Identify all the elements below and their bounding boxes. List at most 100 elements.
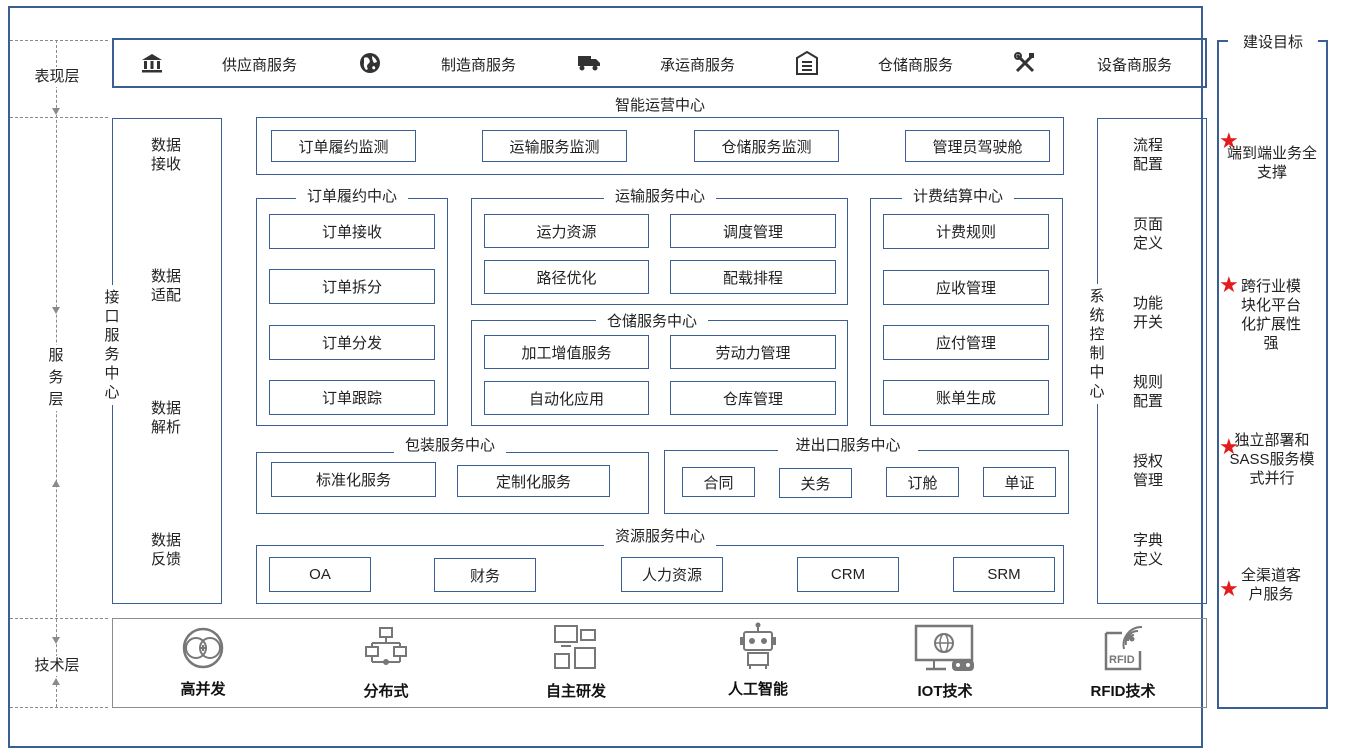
billing-item: 计费规则 [883,214,1049,249]
tech-item-rfid: RFID RFID技术 [1063,624,1183,701]
interface-item: 数据适配 [144,267,188,305]
star-icon: ★ [1219,128,1239,153]
presentation-item-warehouse: 仓储商服务 [878,57,954,74]
arrow-up-icon [52,678,60,685]
star-icon: ★ [1219,272,1239,297]
system-item: 授权管理 [1126,452,1170,490]
billing-item: 账单生成 [883,380,1049,415]
arrow-down-icon [52,307,60,314]
order-item: 订单跟踪 [269,380,435,415]
presentation-item-carrier: 承运商服务 [660,57,736,74]
system-item: 页面定义 [1126,215,1170,253]
warehouse-item: 仓库管理 [670,381,836,415]
layer-divider-service-tech [10,618,108,619]
rfid-icon: RFID [1063,624,1183,672]
warehouse-icon [796,50,818,80]
presentation-item-manufacturer: 制造商服务 [441,57,517,74]
system-item: 字典定义 [1126,531,1170,569]
system-center-title: 系统控制中心 [1086,284,1108,404]
layer-divider-bottom [10,707,108,708]
tech-label: 高并发 [180,681,226,698]
tech-label: IOT技术 [917,683,973,700]
system-item-label: 授权管理 [1132,453,1163,489]
resource-item: SRM [953,557,1055,592]
resource-item: CRM [797,557,899,592]
devices-icon [516,624,636,670]
ops-item: 仓储服务监测 [694,130,839,162]
arrow-down-icon [52,637,60,644]
tech-label: 自主研发 [545,683,606,700]
arrow-up-icon [52,480,60,487]
system-item-label: 规则配置 [1132,374,1163,410]
technology-bar [112,618,1207,708]
transport-item: 配载排程 [670,260,836,294]
transport-center-title: 运输服务中心 [604,188,716,206]
resource-center-title: 资源服务中心 [604,528,716,546]
tech-item-ai: 人工智能 [698,622,818,699]
order-item: 订单分发 [269,325,435,360]
interface-item-label: 数据解析 [150,400,181,436]
goals-title: 建设目标 [1228,34,1318,52]
system-item-label: 字典定义 [1132,532,1163,568]
resource-item: 人力资源 [621,557,723,592]
warehouse-item: 加工增值服务 [484,335,649,369]
star-icon: ★ [1219,576,1239,601]
presentation-item-supplier: 供应商服务 [222,57,298,74]
star-icon: ★ [1219,434,1239,459]
system-item-label: 功能开关 [1132,295,1163,331]
system-center-title-text: 系统控制中心 [1089,288,1105,400]
order-item: 订单拆分 [269,269,435,304]
goal-item: 独立部署和SASS服务模式并行 [1229,432,1315,487]
billing-item: 应付管理 [883,325,1049,360]
tech-label: 分布式 [363,683,409,700]
billing-center-title: 计费结算中心 [902,188,1014,206]
goal-item: 端到端业务全支撑 [1226,145,1317,181]
interface-item: 数据解析 [144,399,188,437]
order-item: 订单接收 [269,214,435,249]
resource-item: OA [269,557,371,592]
ops-item: 订单履约监测 [271,130,416,162]
ops-center-box [256,117,1064,175]
interface-item-label: 数据反馈 [150,532,181,568]
ops-item: 运输服务监测 [482,130,627,162]
system-item: 规则配置 [1126,373,1170,411]
robot-icon [698,622,818,670]
interface-item-label: 数据适配 [150,268,181,304]
package-item: 标准化服务 [271,462,436,497]
presentation-item-equipment: 设备商服务 [1097,57,1173,74]
interface-item: 数据接收 [144,136,188,174]
truck-icon [577,54,601,77]
interface-item-label: 数据接收 [150,137,181,173]
system-item: 功能开关 [1126,294,1170,332]
layer-label-service: 服务层 [46,345,66,411]
tech-item-iot: IOT技术 [885,624,1005,701]
resource-item: 财务 [434,558,536,592]
tools-icon [1014,52,1036,79]
trade-center-title: 进出口服务中心 [778,437,918,455]
layer-divider-pres-service [10,117,108,118]
transport-item: 路径优化 [484,260,649,294]
billing-item: 应收管理 [883,270,1049,305]
system-item: 流程配置 [1126,136,1170,174]
bank-icon [141,53,163,78]
interface-center-title: 接口服务中心 [101,285,123,405]
warehouse-item: 自动化应用 [484,381,649,415]
transport-item: 运力资源 [484,214,649,248]
trade-item: 合同 [682,467,755,497]
trade-item: 关务 [779,468,852,498]
interface-item: 数据反馈 [144,531,188,569]
layer-label-service-text: 服务层 [48,347,64,408]
goal-item: 跨行业模块化平台化扩展性强 [1240,278,1301,352]
iot-monitor-icon [885,624,1005,672]
concurrency-icon [143,626,263,670]
network-icon [326,626,446,670]
system-item-label: 页面定义 [1132,216,1163,252]
tech-item-distributed: 分布式 [326,626,446,701]
tech-item-self-developed: 自主研发 [516,624,636,701]
warehouse-center-title: 仓储服务中心 [596,313,708,331]
globe-icon [359,52,381,79]
package-item: 定制化服务 [457,465,610,497]
trade-item: 订舱 [886,467,959,497]
goal-item: 全渠道客户服务 [1240,567,1301,603]
ops-item: 管理员驾驶舱 [905,130,1050,162]
